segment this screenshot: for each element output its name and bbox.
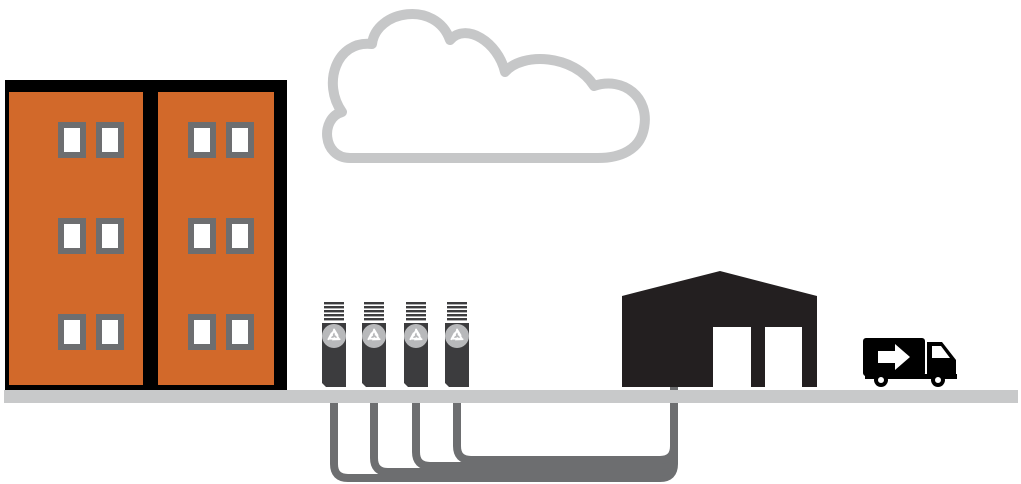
window-pane (64, 128, 80, 152)
recycling-bins (322, 302, 469, 387)
window-pane (102, 128, 118, 152)
window-pane (64, 224, 80, 248)
recycle-disc (404, 324, 428, 348)
warehouse-door-left (713, 327, 751, 387)
recycle-disc (322, 324, 346, 348)
bin-vent-rib (324, 314, 344, 316)
bin-vent-rib (447, 310, 467, 312)
bin-vent-rib (406, 318, 426, 320)
bin-vent-rib (406, 306, 426, 308)
recycle-disc (362, 324, 386, 348)
apartment-building-icon (5, 80, 287, 390)
bin-vent-rib (447, 314, 467, 316)
bin-vent-rib (447, 302, 467, 304)
recycling-bin-icon (322, 302, 346, 387)
window-pane (232, 320, 248, 344)
bin-vent-rib (364, 318, 384, 320)
window-pane (194, 128, 210, 152)
recycling-bin-icon (445, 302, 469, 387)
bin-vent-rib (447, 306, 467, 308)
ground-line (4, 390, 1018, 403)
bin-vent-rib (447, 318, 467, 320)
bin-vent-rib (406, 302, 426, 304)
truck-hub-rear (878, 377, 884, 383)
window-pane (194, 320, 210, 344)
warehouse-door-right (765, 327, 802, 387)
window-pane (64, 320, 80, 344)
recycle-disc (445, 324, 469, 348)
truck-hub-front (935, 377, 941, 383)
warehouse-icon (622, 271, 817, 387)
window-pane (232, 224, 248, 248)
bin-vent-rib (364, 302, 384, 304)
bin-vent-rib (324, 306, 344, 308)
bin-vent-rib (324, 310, 344, 312)
cloud-icon (327, 14, 645, 158)
window-pane (102, 320, 118, 344)
bin-vent-rib (364, 306, 384, 308)
bin-vent-rib (364, 310, 384, 312)
bin-vent-rib (364, 314, 384, 316)
window-pane (102, 224, 118, 248)
bin-vent-rib (406, 310, 426, 312)
delivery-truck-icon (863, 338, 957, 387)
bin-vent-rib (406, 314, 426, 316)
recycling-bin-icon (404, 302, 428, 387)
bin-vent-rib (324, 302, 344, 304)
window-pane (194, 224, 210, 248)
recycling-bin-icon (362, 302, 386, 387)
bin-vent-rib (324, 318, 344, 320)
window-pane (232, 128, 248, 152)
